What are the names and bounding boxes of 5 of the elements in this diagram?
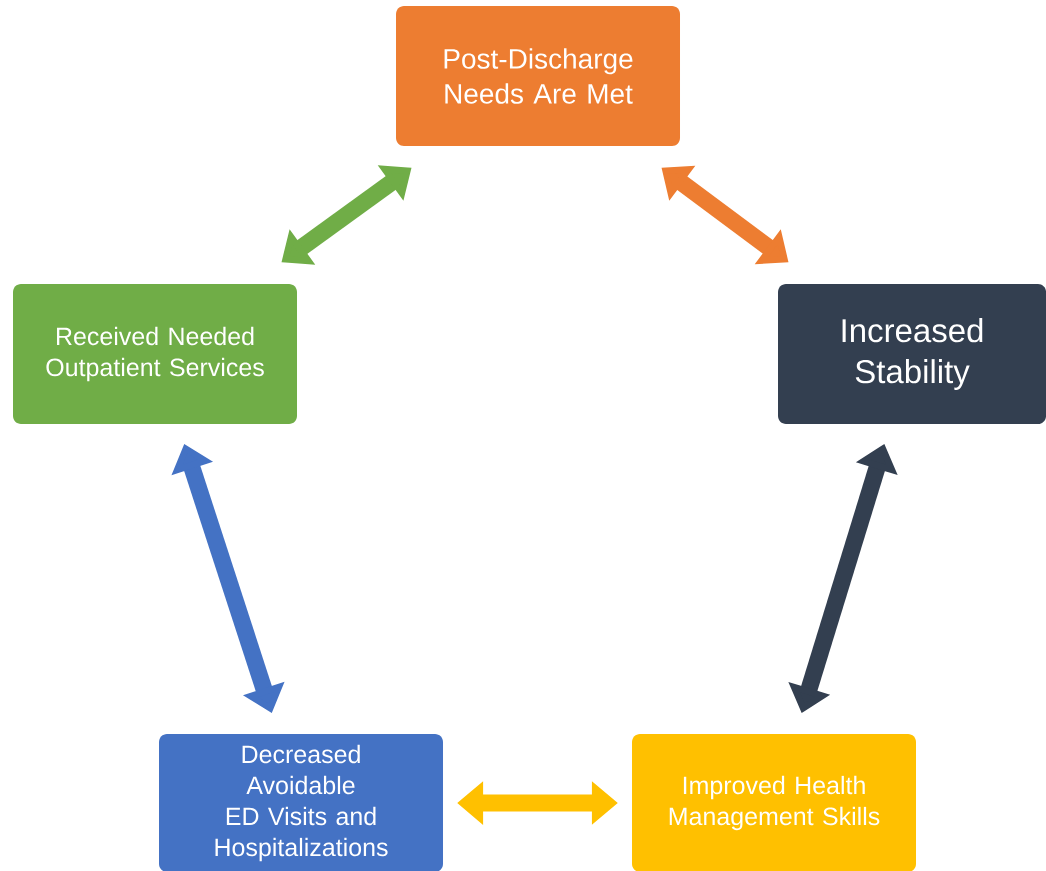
process-box: Increased Stability <box>778 284 1046 424</box>
process-box: Decreased Avoidable ED Visits and Hospitalizations <box>159 734 443 871</box>
process-box: Improved Health Management Skills <box>632 734 916 871</box>
process-box: Post-Discharge Needs Are Met <box>396 6 680 146</box>
process-box: Received Needed Outpatient Services <box>13 284 297 424</box>
